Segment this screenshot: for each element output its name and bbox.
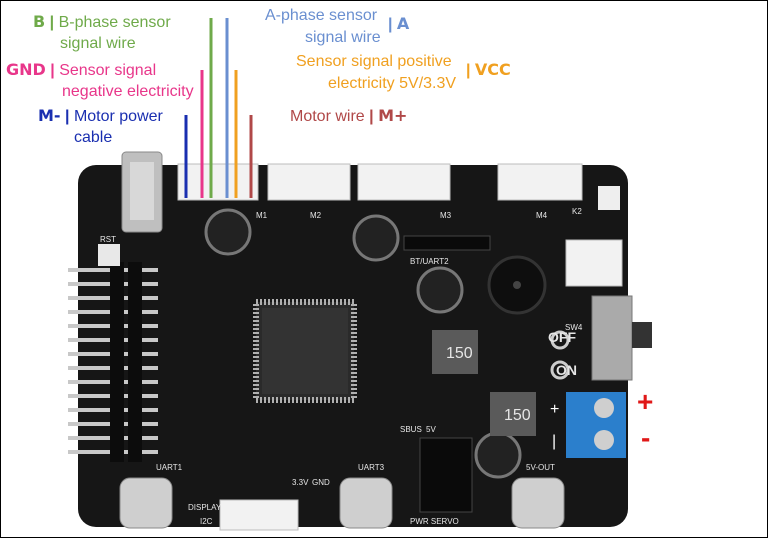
k2-connector — [565, 239, 623, 287]
gnd-line2: negative electricity — [62, 83, 194, 100]
m-minus-line2: cable — [74, 129, 113, 146]
silk-5v: 5V — [426, 425, 436, 434]
i2c-connector — [219, 499, 299, 531]
silk-uart3: UART3 — [358, 463, 385, 472]
vcc-tag: VCC — [474, 60, 511, 79]
silk-i2c: I2C — [200, 517, 213, 526]
silk-m1: M1 — [256, 211, 268, 220]
m-plus-label: Motor wire | M+ — [290, 106, 408, 125]
power-plus-label: + — [637, 386, 654, 417]
gnd-label: GND | Sensor signal — [6, 60, 157, 79]
silk-m4: M4 — [536, 211, 548, 220]
servo-header — [419, 437, 473, 513]
power-switch — [591, 295, 633, 381]
b-phase-label: B | B-phase sensor — [33, 12, 171, 33]
vcc-tag-wrap: | VCC — [466, 60, 511, 79]
b-phase-line2: signal wire — [60, 35, 136, 52]
silk-terminal-minus: | — [552, 433, 556, 450]
silk-pwr-servo: PWR SERVO — [410, 517, 459, 526]
b-phase-tag: B — [33, 12, 46, 31]
m-minus-tag: M- — [38, 106, 61, 125]
inductor-2 — [490, 392, 536, 436]
inductor-1-label: 150 — [446, 345, 473, 362]
gnd-tag: GND — [6, 60, 46, 79]
silk-5v-out: 5V-OUT — [526, 463, 555, 472]
silk-m3: M3 — [440, 211, 452, 220]
sensor-wires — [184, 18, 253, 198]
a-phase-tag: A — [396, 14, 410, 33]
usb-c-ports — [119, 477, 565, 529]
silk-display: DISPLAY — [188, 503, 222, 512]
silk-rst: RST — [100, 235, 116, 244]
silk-sw4: SW4 — [565, 323, 583, 332]
m-plus-line1: Motor wire — [290, 108, 365, 125]
power-terminal — [566, 392, 626, 458]
silk-on: ON — [556, 362, 577, 378]
gnd-line1: Sensor signal — [59, 62, 157, 79]
b-phase-bar: | — [45, 14, 59, 31]
inductor-2-label: 150 — [504, 407, 531, 424]
motor-connectors — [177, 163, 583, 201]
m-minus-label: M- | Motor power — [38, 106, 163, 125]
silk-k2: K2 — [572, 207, 582, 216]
silk-bt-uart2: BT/UART2 — [410, 257, 449, 266]
silk-m2: M2 — [310, 211, 322, 220]
inductor-1 — [432, 330, 478, 374]
m-plus-tag: M+ — [378, 106, 408, 125]
a-phase-line1: A-phase sensor — [265, 7, 378, 24]
silk-sbus: SBUS — [400, 425, 422, 434]
electrolytic-capacitors — [204, 208, 522, 479]
reset-button — [98, 244, 120, 266]
a-phase-tag-wrap: | A — [388, 14, 410, 33]
silk-gnd: GND — [312, 478, 330, 487]
m-minus-line1: Motor power — [73, 108, 163, 125]
b-phase-line1: B-phase sensor — [58, 14, 171, 31]
power-minus-label: - — [641, 422, 651, 453]
silk-uart1: UART1 — [156, 463, 183, 472]
bt-header — [403, 235, 491, 251]
silk-3v3: 3.3V — [292, 478, 309, 487]
silk-off: OFF — [548, 329, 576, 345]
silk-terminal-plus: + — [550, 401, 559, 418]
vcc-line2: electricity 5V/3.3V — [328, 75, 457, 92]
vcc-line1: Sensor signal positive — [296, 53, 452, 70]
a-phase-line2: signal wire — [305, 29, 381, 46]
